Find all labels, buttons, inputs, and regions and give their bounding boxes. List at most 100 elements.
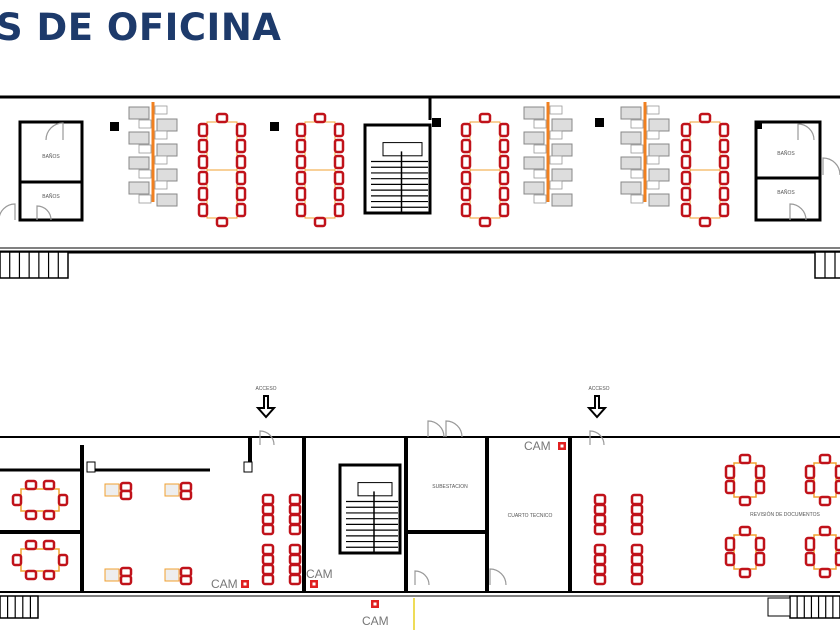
- chair: [460, 154, 472, 170]
- door: [789, 203, 807, 221]
- chair: [42, 509, 56, 521]
- chair: [630, 543, 644, 556]
- chair: [498, 138, 510, 154]
- desk: [138, 169, 152, 179]
- desk: [630, 194, 644, 204]
- desk: [646, 180, 660, 190]
- interior-stairs: [338, 463, 402, 555]
- room-label-substation: SUBESTACION: [432, 484, 468, 490]
- chair: [630, 563, 644, 576]
- exterior-stairs: [0, 595, 39, 619]
- column: [432, 118, 441, 127]
- workstation-chair: [523, 131, 545, 145]
- chair: [724, 536, 736, 552]
- chair: [818, 495, 832, 507]
- chair: [718, 154, 730, 170]
- interior-stairs: [363, 123, 432, 215]
- workstation-chair: [648, 168, 670, 182]
- conference-table: [469, 169, 501, 219]
- room-label-bathroom: BAÑOS: [42, 193, 60, 200]
- chair: [235, 170, 247, 186]
- workstation-chair: [620, 131, 642, 145]
- chair: [235, 138, 247, 154]
- chair: [630, 523, 644, 536]
- chair: [724, 551, 736, 567]
- stair-landing: [357, 482, 393, 497]
- chair: [593, 523, 607, 536]
- chair: [680, 138, 692, 154]
- chair: [498, 202, 510, 218]
- desk: [154, 155, 168, 165]
- door: [427, 420, 445, 438]
- chair: [718, 202, 730, 218]
- chair: [235, 154, 247, 170]
- chair: [295, 122, 307, 138]
- door: [259, 430, 275, 446]
- chair: [42, 479, 56, 491]
- chair: [460, 170, 472, 186]
- chair: [288, 513, 302, 526]
- landing: [767, 597, 791, 617]
- desk: [533, 119, 547, 129]
- conference-table: [469, 121, 501, 171]
- chair: [630, 513, 644, 526]
- bathroom-left: [18, 120, 84, 222]
- workstation-chair: [156, 193, 178, 207]
- chair: [295, 138, 307, 154]
- desk: [549, 105, 563, 115]
- chair: [460, 138, 472, 154]
- workstation-chair: [156, 168, 178, 182]
- desk: [646, 130, 660, 140]
- door: [822, 157, 840, 176]
- chair: [261, 543, 275, 556]
- chair: [11, 493, 23, 507]
- column: [595, 118, 604, 127]
- desk: [549, 155, 563, 165]
- chair: [288, 553, 302, 566]
- column: [243, 461, 253, 473]
- chair: [804, 551, 816, 567]
- chair: [24, 509, 38, 521]
- desk: [630, 119, 644, 129]
- chair: [11, 553, 23, 567]
- workstation-desk: [164, 568, 180, 582]
- chair: [235, 186, 247, 202]
- chair: [261, 503, 275, 516]
- conference-table: [689, 121, 721, 171]
- chair: [215, 216, 229, 228]
- chair: [333, 202, 345, 218]
- chair: [593, 543, 607, 556]
- meeting-table: [20, 488, 60, 512]
- desk: [549, 180, 563, 190]
- desk: [533, 144, 547, 154]
- room-label-document-review: REVISIÓN DE DOCUMENTOS: [750, 511, 820, 518]
- chair: [818, 525, 832, 537]
- chair: [680, 122, 692, 138]
- workstation-chair: [128, 181, 150, 195]
- chair: [698, 216, 712, 228]
- chair: [197, 138, 209, 154]
- chair: [724, 464, 736, 480]
- door: [0, 203, 16, 220]
- desk: [138, 144, 152, 154]
- chair: [333, 122, 345, 138]
- desk: [646, 155, 660, 165]
- chair: [718, 138, 730, 154]
- camera-label: CAM: [524, 439, 551, 453]
- chair: [179, 489, 193, 501]
- workstation-chair: [156, 143, 178, 157]
- door: [489, 568, 507, 586]
- chair: [295, 186, 307, 202]
- chair: [197, 154, 209, 170]
- door: [414, 570, 430, 586]
- workstation-chair: [620, 181, 642, 195]
- conference-table: [206, 121, 238, 171]
- chair: [680, 186, 692, 202]
- desk: [154, 180, 168, 190]
- camera-lens: [560, 444, 564, 448]
- desk: [154, 130, 168, 140]
- conference-table: [689, 169, 721, 219]
- chair: [24, 569, 38, 581]
- access-label: ACCESO: [588, 386, 609, 392]
- chair: [460, 122, 472, 138]
